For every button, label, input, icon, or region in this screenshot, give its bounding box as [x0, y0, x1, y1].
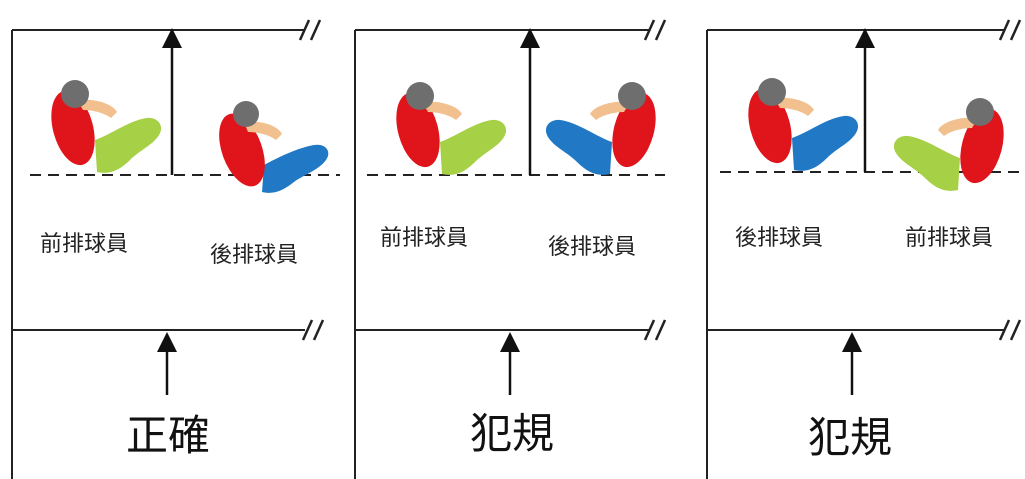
front-row-label: 前排球員	[40, 232, 128, 257]
panel-2: 前排球員 後排球員 犯規	[354, 19, 667, 479]
verdict-text: 犯規	[470, 409, 554, 458]
front-row-player-icon	[893, 98, 1004, 191]
break-mark-icon	[298, 19, 322, 41]
break-mark-icon	[301, 319, 325, 341]
break-mark-icon	[998, 19, 1022, 41]
verdict-text: 正確	[126, 411, 210, 460]
front-row-label: 前排球員	[380, 226, 468, 251]
back-row-label: 後排球員	[735, 226, 823, 251]
break-mark-icon	[998, 319, 1022, 341]
back-row-player-icon	[545, 82, 656, 175]
back-row-label: 後排球員	[548, 235, 636, 260]
break-mark-icon	[643, 319, 667, 341]
verdict-text: 犯規	[808, 413, 892, 462]
panel-3: 後排球員 前排球員 犯規	[706, 19, 1022, 479]
front-row-player-icon	[51, 80, 162, 173]
back-row-player-icon	[748, 78, 859, 171]
panel-1: 前排球員 後排球員 正確	[11, 19, 340, 479]
break-mark-icon	[643, 19, 667, 41]
back-row-label: 後排球員	[210, 243, 298, 268]
front-row-player-icon	[396, 82, 507, 175]
back-row-player-icon	[219, 101, 329, 193]
front-row-label: 前排球員	[905, 226, 993, 251]
